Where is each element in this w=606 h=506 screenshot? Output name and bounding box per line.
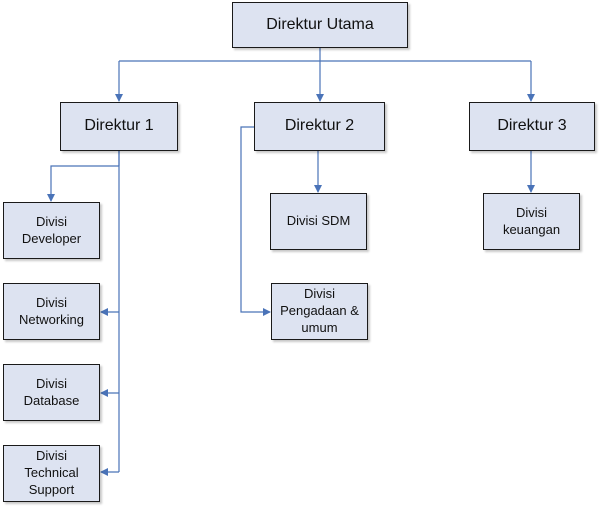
box-divisi-database: Divisi Database xyxy=(3,364,100,421)
label-networking-line1: Divisi xyxy=(35,294,68,310)
label-keuangan-line1: Divisi xyxy=(515,204,548,220)
label-direktur-2: Direktur 2 xyxy=(284,117,355,135)
label-direktur-utama: Direktur Utama xyxy=(266,15,374,33)
label-database-line2: Database xyxy=(23,392,80,408)
box-direktur-3: Direktur 3 xyxy=(469,102,595,151)
box-divisi-developer: Divisi Developer xyxy=(3,202,100,259)
label-pengadaan-line2: Pengadaan & xyxy=(280,303,359,319)
label-developer-line1: Divisi xyxy=(35,213,68,229)
label-developer-line2: Developer xyxy=(21,230,82,246)
box-divisi-sdm: Divisi SDM xyxy=(270,193,367,250)
connector-to-pengadaan xyxy=(240,126,271,316)
box-direktur-utama: Direktur Utama xyxy=(232,2,408,48)
box-direktur-1: Direktur 1 xyxy=(60,102,178,151)
box-divisi-technical-support: Divisi Technical Support xyxy=(3,445,100,502)
box-divisi-keuangan: Divisi keuangan xyxy=(483,193,580,250)
label-networking-line2: Networking xyxy=(18,311,85,327)
label-pengadaan-line3: umum xyxy=(301,319,338,335)
label-pengadaan-line1: Divisi xyxy=(303,286,336,302)
label-direktur-3: Direktur 3 xyxy=(497,117,567,135)
label-technical-support-line1: Divisi xyxy=(35,448,68,464)
label-keuangan-line2: keuangan xyxy=(502,221,561,237)
label-technical-support-line3: Support xyxy=(28,481,75,497)
label-technical-support-line2: Technical xyxy=(24,465,79,481)
box-direktur-2: Direktur 2 xyxy=(254,102,385,151)
box-divisi-pengadaan-umum: Divisi Pengadaan & umum xyxy=(271,283,368,340)
label-direktur-1: Direktur 1 xyxy=(84,117,154,135)
label-database-line1: Divisi xyxy=(35,375,68,391)
label-sdm: Divisi SDM xyxy=(286,213,351,229)
box-divisi-networking: Divisi Networking xyxy=(3,283,100,340)
connector-to-developer xyxy=(47,165,119,202)
